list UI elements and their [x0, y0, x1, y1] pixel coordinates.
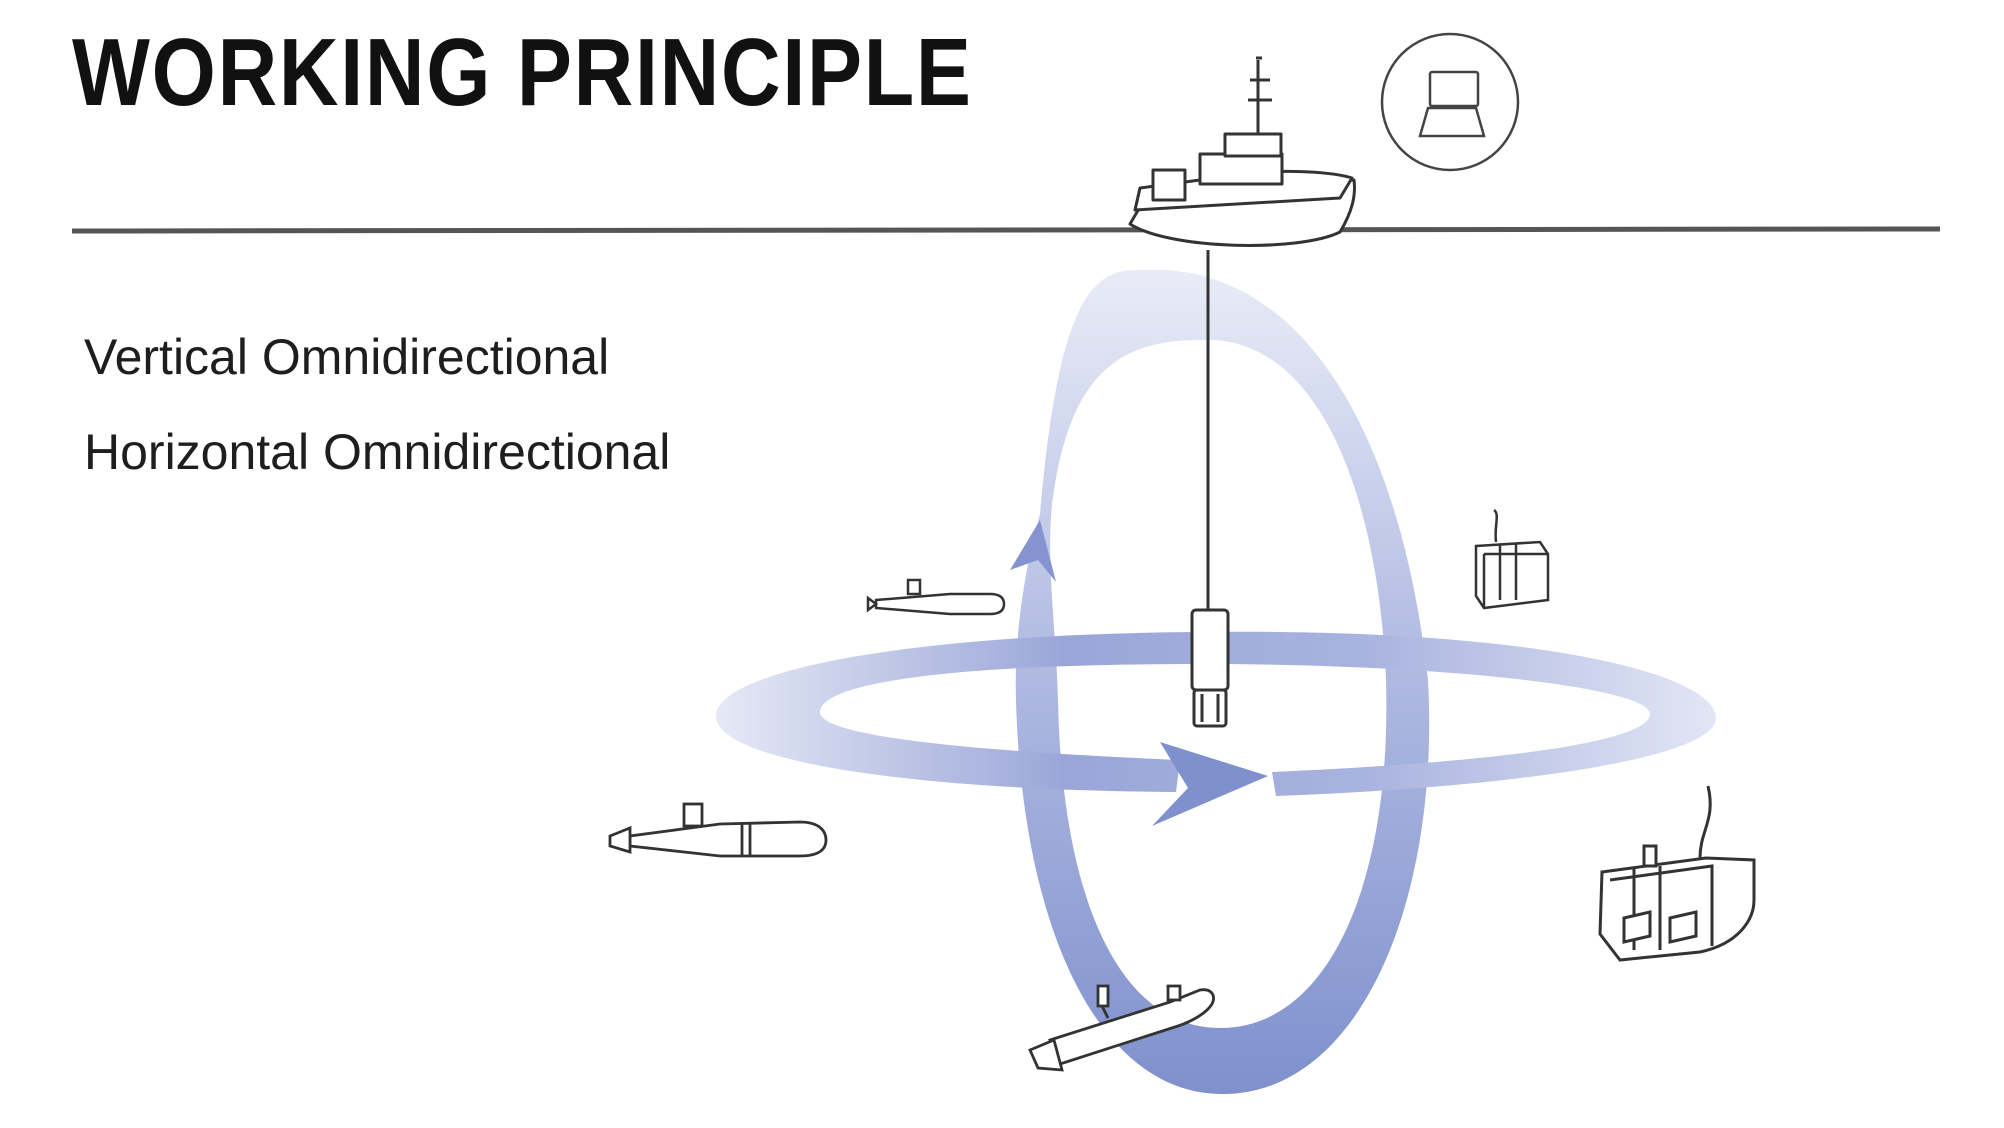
auv-angled-icon — [1028, 984, 1215, 1072]
transponder-icon — [1190, 608, 1230, 728]
rov-large-icon — [1598, 785, 1756, 962]
vertical-arrow-head — [1010, 520, 1056, 582]
ship-icon — [1128, 56, 1356, 247]
horizontal-ring — [716, 631, 1716, 796]
auv-medium-icon — [608, 802, 828, 858]
horizontal-arrow-head — [1152, 742, 1268, 826]
rov-small-icon — [1474, 508, 1550, 610]
horizontal-omnidirectional-label: Horizontal Omnidirectional — [84, 424, 671, 480]
page-title: WORKING PRINCIPLE — [72, 19, 973, 126]
sea-surface-line — [71, 226, 1941, 234]
auv-small-icon — [866, 578, 1006, 616]
vertical-omnidirectional-label: Vertical Omnidirectional — [84, 329, 610, 385]
laptop-icon — [1380, 32, 1520, 172]
